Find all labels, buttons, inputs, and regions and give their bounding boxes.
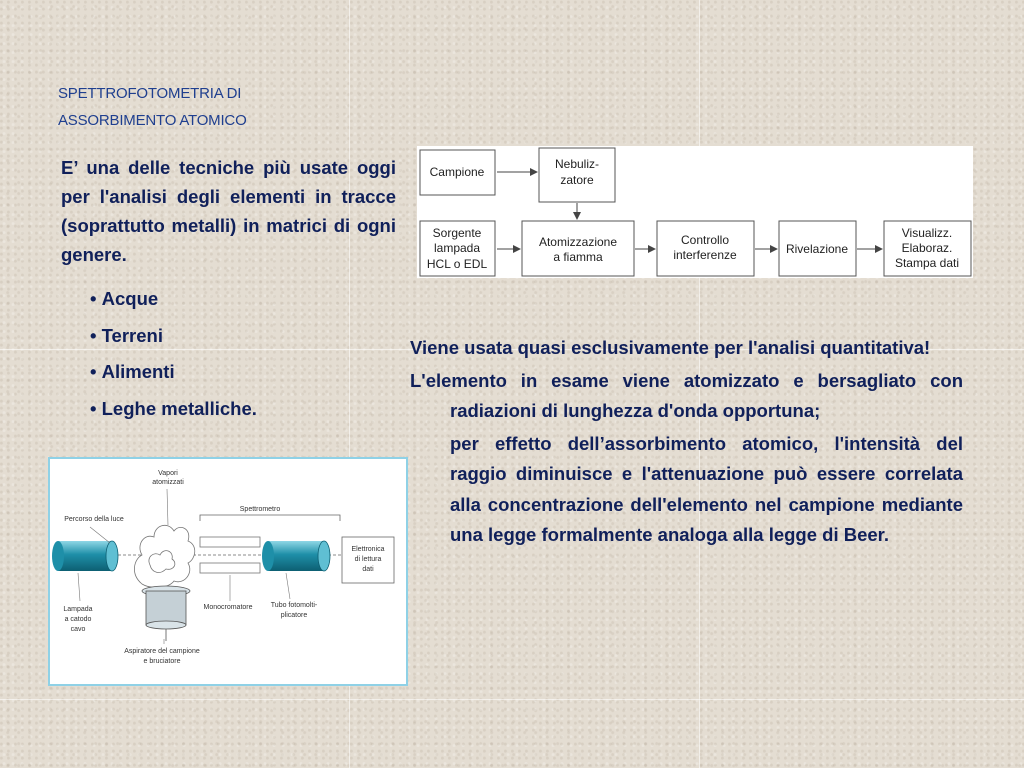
title-line-2: ASSORBIMENTO ATOMICO [58,112,247,129]
spettrometro-label: Spettrometro [240,506,281,513]
sorgente-label: HCL o EDL [427,257,488,271]
atomizzazione-label: a fiamma [553,250,603,264]
monocromatore-label: Monocromatore [203,604,252,611]
bullet-item: Acque [90,281,257,318]
slide-title: SPETTROFOTOMETRIA DI ASSORBIMENTO ATOMIC… [58,80,358,134]
nebulizzatore-label: Nebuliz- [555,157,599,171]
aspiratore-label: e bruciatore [144,658,181,665]
paragraph-atomizzato: L'elemento in esame viene atomizzato e b… [410,369,963,422]
controllo-box [656,220,755,277]
body-text: Viene usata quasi esclusivamente per l'a… [410,333,963,553]
visualizzazione-label: Stampa dati [895,256,959,270]
lampada-label: cavo [71,626,86,633]
intro-paragraph: E’ una delle tecniche più usate oggi per… [61,157,396,265]
nebulizzatore-box [538,147,616,203]
percorso-label: Percorso della luce [64,516,124,523]
photomultiplier-cylinder-icon [262,540,331,572]
campione-box [419,149,496,196]
burner-icon [141,585,191,641]
atomizzazione-box [521,220,635,277]
bullet-item: Alimenti [90,354,257,391]
visualizzazione-label: Visualizz. [902,226,952,240]
apparatus-diagram: Vapori atomizzati Percorso della luce Sp… [48,457,408,686]
controllo-label: Controllo [681,233,729,247]
lamp-cylinder-icon [52,540,119,572]
bullet-item: Terreni [90,318,257,355]
elettronica-label: di lettura [355,556,382,563]
vapor-cloud-icon [134,524,196,588]
tubo-label: Tubo fotomolti- [271,602,318,609]
rivelazione-box [778,220,857,277]
grid-line [699,0,700,768]
grid-line [349,0,350,768]
spectrometer-bracket [199,514,341,521]
paragraph-assorbimento: per effetto dell’assorbimento atomico, l… [450,432,963,546]
elettronica-label: dati [362,566,374,573]
lampada-label: Lampada [63,606,92,613]
electronics-box [341,536,395,584]
atomizzazione-label: Atomizzazione [539,235,617,249]
visualizzazione-label: Elaboraz. [902,241,953,255]
title-line-1: SPETTROFOTOMETRIA DI [58,85,242,102]
bullet-list: Acque Terreni Alimenti Leghe metalliche. [90,281,257,427]
grid-line [0,349,1024,350]
monochromator-icon [199,536,261,574]
lampada-label: a catodo [65,616,92,623]
sorgente-label: Sorgente [433,226,482,240]
campione-label: Campione [430,165,485,179]
bullet-item: Leghe metalliche. [90,391,257,428]
visualizzazione-box [883,220,972,277]
tubo-label: plicatore [281,612,308,619]
flow-diagram: Campione Nebuliz- zatore Sorgente lampad… [417,146,973,278]
grid-line [0,699,1024,700]
vapori-label: atomizzati [152,479,184,486]
controllo-label: interferenze [673,248,737,262]
elettronica-label: Elettronica [351,546,384,553]
nebulizzatore-label: zatore [560,173,594,187]
sorgente-label: lampada [434,241,480,255]
paragraph-quantitativa: Viene usata quasi esclusivamente per l'a… [410,337,931,358]
aspiratore-label: Aspiratore del campione [124,648,200,655]
vapori-label: Vapori [158,470,178,477]
rivelazione-label: Rivelazione [786,242,848,256]
sorgente-box [419,220,496,277]
